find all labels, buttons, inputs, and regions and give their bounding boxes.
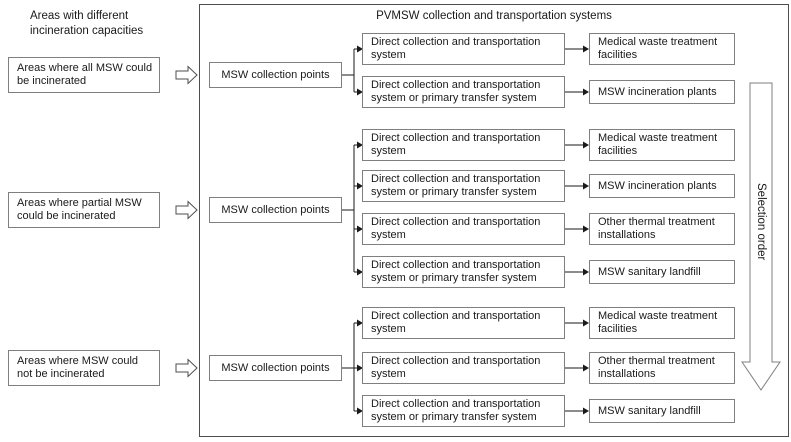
destination-box: Medical waste treatment facilities: [589, 129, 735, 161]
system-box: Direct collection and transportation sys…: [362, 256, 565, 288]
collection-points-box: MSW collection points: [209, 355, 342, 381]
group2-arrowheads: [357, 141, 589, 276]
diagram-title: PVMSW collection and transportation syst…: [376, 10, 612, 22]
area-box-partial-msw: Areas where partial MSW could be inciner…: [8, 192, 160, 228]
hollow-arrow-icons: [175, 65, 198, 378]
system-box: Direct collection and transportation sys…: [362, 170, 565, 202]
group1-arrowheads: [357, 45, 589, 96]
destination-box: Other thermal treatment installations: [589, 352, 735, 384]
right-block-arrow-icon: [175, 358, 198, 378]
system-box: Direct collection and transportation sys…: [362, 76, 565, 108]
right-block-arrow-icon: [175, 200, 198, 220]
destination-box: Medical waste treatment facilities: [589, 307, 735, 339]
diagram-frame: [199, 4, 789, 437]
area-heading: Areas with different incineration capaci…: [30, 10, 144, 37]
group2-connectors: [342, 144, 583, 273]
destination-box: MSW sanitary landfill: [589, 260, 735, 284]
destination-box: Other thermal treatment installations: [589, 213, 735, 245]
collection-points-box: MSW collection points: [209, 197, 342, 223]
area-box-all-msw: Areas where all MSW could be incinerated: [8, 57, 160, 93]
destination-box: MSW incineration plants: [589, 174, 735, 198]
destination-box: MSW sanitary landfill: [589, 399, 735, 423]
system-box: Direct collection and transportation sys…: [362, 395, 565, 427]
group1-connectors: [342, 48, 583, 93]
destination-box: MSW incineration plants: [589, 80, 735, 104]
destination-box: Medical waste treatment facilities: [589, 33, 735, 65]
group3-connectors: [342, 322, 583, 412]
group3-arrowheads: [357, 319, 589, 415]
collection-points-box: MSW collection points: [209, 62, 342, 88]
system-box: Direct collection and transportation sys…: [362, 307, 565, 339]
right-block-arrow-icon: [175, 65, 198, 85]
selection-order-arrow-icon: [741, 82, 781, 391]
system-box: Direct collection and transportation sys…: [362, 352, 565, 384]
system-box: Direct collection and transportation sys…: [362, 129, 565, 161]
system-box: Direct collection and transportation sys…: [362, 33, 565, 65]
system-box: Direct collection and transportation sys…: [362, 213, 565, 245]
area-box-no-msw: Areas where MSW could not be incinerated: [8, 350, 160, 386]
selection-order-label: Selection order: [755, 183, 767, 261]
